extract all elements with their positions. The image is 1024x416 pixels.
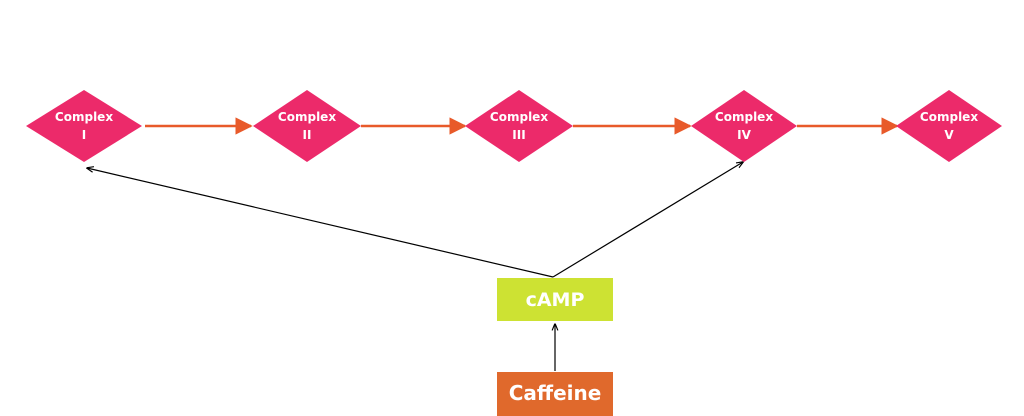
caffeine-node: Caffeine bbox=[497, 372, 613, 416]
complex-3-label: Complex bbox=[490, 110, 548, 124]
complex-2-node: Complex II bbox=[253, 90, 361, 162]
arrow-camp-to-complex-4 bbox=[552, 162, 743, 278]
complex-5-numeral: V bbox=[944, 128, 954, 142]
complex-3-node: Complex III bbox=[465, 90, 573, 162]
complex-5-node: Complex V bbox=[896, 90, 1002, 162]
complex-1-node: Complex I bbox=[26, 90, 142, 162]
complex-2-numeral: II bbox=[303, 128, 312, 142]
complex-4-label: Complex bbox=[715, 110, 773, 124]
arrow-camp-to-complex-1 bbox=[87, 168, 554, 278]
complex-5-label: Complex bbox=[920, 110, 978, 124]
complex-1-label: Complex bbox=[55, 110, 113, 124]
caffeine-label: Caffeine bbox=[509, 381, 602, 405]
complex-3-numeral: III bbox=[512, 128, 525, 142]
complex-2-label: Complex bbox=[278, 110, 336, 124]
camp-node: cAMP bbox=[497, 278, 613, 321]
complex-4-numeral: IV bbox=[737, 128, 751, 142]
complex-1-numeral: I bbox=[82, 128, 86, 142]
camp-label: cAMP bbox=[526, 289, 585, 311]
complex-4-node: Complex IV bbox=[691, 90, 797, 162]
